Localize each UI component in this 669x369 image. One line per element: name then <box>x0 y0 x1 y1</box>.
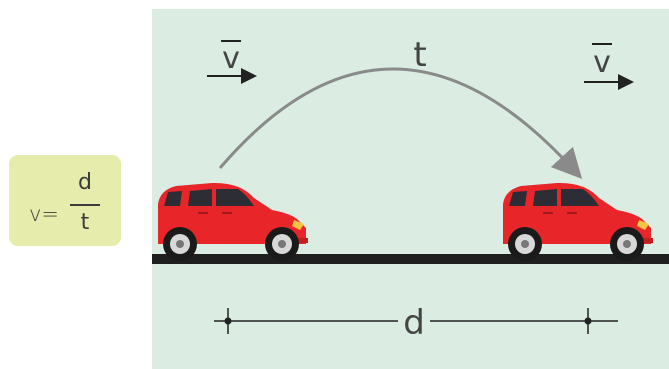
velocity-label-left: v <box>222 41 240 76</box>
road <box>152 254 669 264</box>
distance-dot-left <box>225 318 232 325</box>
time-label: t <box>413 35 426 75</box>
velocity-label-right: v <box>593 45 611 80</box>
distance-dot-right <box>585 318 592 325</box>
distance-label: d <box>403 303 425 343</box>
